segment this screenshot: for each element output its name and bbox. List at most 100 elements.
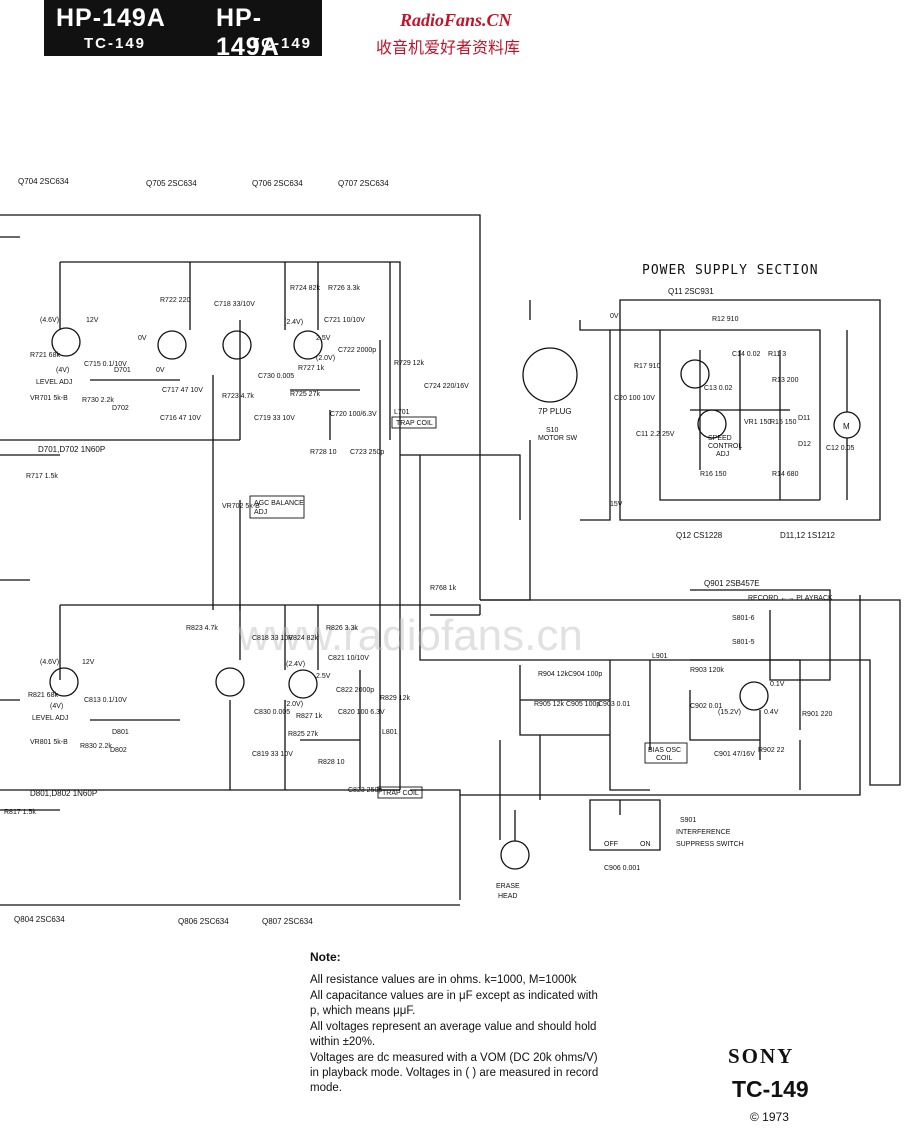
label-c722: C722 2000p [338,347,376,354]
label-q12: Q12 CS1228 [676,531,723,540]
model-title-right: HP-149A [216,4,280,61]
label-c813: C813 0.1/10V [84,697,127,704]
transistor-q706 [222,330,252,360]
label-v-q707-e: (2.0V) [316,355,335,362]
label-q806: Q806 2SC634 [178,917,229,926]
label-c716: C716 47 10V [160,415,201,422]
label-r902: R902 22 [758,747,785,754]
site-logo-cn: 收音机爱好者资料库 [376,38,521,57]
label-on: ON [640,841,651,848]
label-q707: Q707 2SC634 [338,179,389,188]
notes-title: Note: [310,950,341,964]
label-speed-adj-3: ADJ [716,451,729,458]
label-r722: R722 220 [160,297,190,304]
label-c905: C905 100p [566,701,600,708]
power-supply-title: POWER SUPPLY SECTION [642,263,819,278]
label-d12: D12 [798,441,811,448]
model-title-left: HP-149A [56,4,166,32]
label-r905: R905 12k [534,701,564,708]
label-q705: Q705 2SC634 [146,179,197,188]
note-line: All voltages represent an average value … [310,1021,597,1048]
label-v-q807-b: (2.4V) [286,661,305,668]
brand-logo: SONY [728,1044,795,1068]
notes-section: Note: All resistance values are in ohms.… [310,950,600,1097]
schematic-diagram: www.radiofans.cn Q704 2SC634 Q705 2SC634… [0,177,901,926]
label-r829: R829 12k [380,695,410,702]
label-v-bottom: 15V [610,501,623,508]
label-v-q704-e: (4V) [56,367,69,374]
label-r17: R17 910 [634,363,661,370]
label-d11: D11 [798,415,810,422]
note-line: All capacitance values are in μF except … [310,990,598,1017]
label-level-adj-b: LEVEL ADJ [32,715,68,722]
label-c902: C902 0.01 [690,703,722,710]
label-v-q807-c: 2.5V [316,673,331,680]
label-v-q704-b: (4.6V) [40,317,59,324]
label-v-q901-b: (15.2V) [718,709,741,716]
label-l901: L901 [652,653,668,660]
label-v-q807-e: (2.0V) [284,701,303,708]
label-l701: L701 [394,409,410,416]
label-v-q804-c: 12V [82,659,95,666]
label-v-q901-e: 0.4V [764,709,779,716]
label-c906: C906 0.001 [604,865,640,872]
trap-coil-bottom: TRAP COIL [382,790,419,797]
transistor-q806 [215,667,245,697]
label-s10: S10 [546,427,559,434]
agc-adj-label: ADJ [254,509,267,516]
model-subtitle-right: TC-149 [250,35,313,52]
motor-icon: M [843,422,850,431]
label-off: OFF [604,841,618,848]
bias-osc-label: BIAS OSC [648,747,681,754]
label-r826: R826 3.3k [326,625,358,632]
label-speed-adj-2: CONTROL [708,443,742,450]
label-q706: Q706 2SC634 [252,179,303,188]
label-s801-5: S801-5 [732,639,755,646]
label-r728: R728 10 [310,449,337,456]
label-c820: C820 100 6.3V [338,709,385,716]
model-subtitle-left: TC-149 [84,35,147,52]
label-c715: C715 0.1/10V [84,361,127,368]
label-c903: C903 0.01 [598,701,630,708]
label-record-playback: RECORD ←→ PLAYBACK [748,595,833,602]
transistor-q11 [680,359,710,389]
label-c818: C818 33 10V [252,635,293,642]
label-c819: C819 33 10V [252,751,293,758]
label-d801: D801 [112,729,129,736]
transistor-q901 [739,681,769,711]
label-r721: R721 68k [30,352,60,359]
label-r730: R730 2.2k [82,397,114,404]
label-r729: R729 12k [394,360,424,367]
label-r11: R11 3 [768,351,786,358]
transistor-q12 [697,409,727,439]
label-s801-6: S801-6 [732,615,755,622]
label-r717: R717 1.5k [26,473,58,480]
label-motor-sw: MOTOR SW [538,435,578,442]
label-q11: Q11 2SC931 [668,287,714,296]
label-r825: R825 27k [288,731,318,738]
label-vr702: VR702 5k-B [222,503,260,510]
label-c14: C14 0.02 [732,351,761,358]
transistor-q705 [157,330,187,360]
label-v-q707-c: 2.5V [316,335,331,342]
label-r830: R830 2.2k [80,743,112,750]
label-7p-plug: 7P PLUG [538,407,572,416]
transistor-q807 [288,669,318,699]
label-c717: C717 47 10V [162,387,203,394]
label-v-q707-b: (2.4V) [284,319,303,326]
label-r768: R768 1k [430,585,457,592]
label-diodes-d11-d12: D11,12 1S1212 [780,531,836,540]
copyright: © 1973 [750,1110,789,1124]
label-d702: D702 [112,405,129,412]
label-c721: C721 10/10V [324,317,365,324]
label-c719: C719 33 10V [254,415,295,422]
transistor-q804 [49,667,79,697]
label-q804: Q804 2SC634 [14,915,65,924]
label-r15: R15 150 [770,419,797,426]
label-c822: C822 2000p [336,687,374,694]
agc-balance-label: AGC BALANCE [254,500,304,507]
transistor-q704 [51,327,81,357]
label-v-q705-e: 0V [156,367,165,374]
label-r904: R904 12k [538,671,568,678]
brand-model: TC-149 [732,1076,809,1102]
